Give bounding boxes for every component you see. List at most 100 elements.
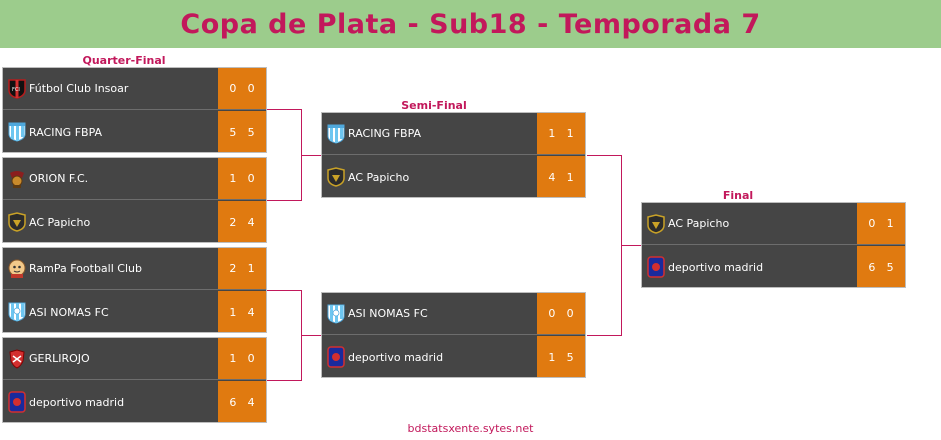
bracket-connector	[267, 200, 301, 201]
bracket-connector	[267, 380, 301, 381]
match-team-row[interactable]: FCI Fútbol Club Insoar 0 0	[3, 68, 266, 110]
leg2-score: 4	[247, 395, 255, 409]
match-team-row[interactable]: AC Papicho 2 4	[3, 201, 266, 242]
racing-crest-icon	[7, 121, 27, 143]
score-box: 6 5	[857, 246, 905, 287]
match-team-row[interactable]: AC Papicho 0 1	[642, 203, 905, 245]
page-title: Copa de Plata - Sub18 - Temporada 7	[180, 8, 761, 40]
match-team-row[interactable]: deportivo madrid 6 5	[642, 246, 905, 287]
quarter-final-match-3[interactable]: RamPa Football Club 2 1 ASI NOMAS FC 1 4	[2, 247, 267, 333]
match-team-row[interactable]: ASI NOMAS FC 1 4	[3, 291, 266, 332]
score-box: 2 1	[218, 248, 266, 289]
team-name: deportivo madrid	[668, 260, 764, 274]
team-name: ASI NOMAS FC	[348, 307, 428, 320]
score-box: 5 5	[218, 111, 266, 152]
papicho-crest-icon	[7, 211, 27, 233]
leg2-score: 0	[566, 307, 574, 320]
team-name: deportivo madrid	[348, 350, 444, 364]
score-box: 1 0	[218, 158, 266, 199]
asinomas-crest-icon	[326, 303, 346, 325]
final-match[interactable]: AC Papicho 0 1 deportivo madrid 6 5	[641, 202, 906, 288]
round-label-semi: Semi-Final	[401, 99, 467, 112]
score-box: 1 5	[537, 336, 585, 377]
bracket-connector	[267, 290, 301, 291]
team-name: RACING FBPA	[29, 125, 103, 139]
match-team-row[interactable]: deportivo madrid 1 5	[322, 336, 585, 377]
papicho-crest-icon	[646, 213, 666, 235]
insoar-crest-icon: FCI	[7, 78, 27, 100]
leg2-score: 1	[566, 127, 574, 140]
bracket-connector	[267, 109, 301, 110]
team-name: deportivo madrid	[29, 395, 125, 409]
leg2-score: 5	[247, 125, 255, 139]
score-box: 0 0	[218, 68, 266, 109]
title-bar: Copa de Plata - Sub18 - Temporada 7	[0, 0, 941, 48]
papicho-crest-icon	[326, 166, 346, 188]
leg1-score: 2	[229, 262, 237, 275]
bracket-connector	[301, 335, 321, 336]
deportivo-crest-icon	[646, 256, 666, 278]
score-box: 1 0	[218, 338, 266, 379]
leg2-score: 5	[886, 260, 894, 274]
match-team-row[interactable]: ORION F.C. 1 0	[3, 158, 266, 200]
leg1-score: 1	[229, 305, 237, 319]
score-box: 0 0	[537, 293, 585, 334]
score-box: 4 1	[537, 156, 585, 197]
orion-crest-icon	[7, 168, 27, 190]
round-label-final: Final	[722, 189, 754, 202]
team-name: ORION F.C.	[29, 172, 89, 185]
quarter-final-match-4[interactable]: GERLIROJO 1 0 deportivo madrid 6 4	[2, 337, 267, 423]
bracket-connector	[587, 155, 621, 156]
leg1-score: 6	[868, 260, 876, 274]
rampa-crest-icon	[7, 258, 27, 280]
leg1-score: 0	[229, 82, 237, 95]
score-box: 0 1	[857, 203, 905, 244]
leg1-score: 2	[229, 215, 237, 229]
match-team-row[interactable]: AC Papicho 4 1	[322, 156, 585, 197]
team-name: Fútbol Club Insoar	[29, 82, 129, 95]
footer-site-link[interactable]: bdstatsxente.sytes.net	[407, 422, 534, 435]
leg1-score: 4	[548, 170, 556, 184]
asinomas-crest-icon	[7, 301, 27, 323]
team-name: ASI NOMAS FC	[29, 305, 109, 319]
leg2-score: 0	[247, 172, 255, 185]
leg1-score: 5	[229, 125, 237, 139]
racing-crest-icon	[326, 123, 346, 145]
deportivo-crest-icon	[326, 346, 346, 368]
semi-final-match-1[interactable]: RACING FBPA 1 1 AC Papicho 4 1	[321, 112, 586, 198]
bracket-connector	[301, 155, 321, 156]
leg2-score: 4	[247, 215, 255, 229]
leg1-score: 0	[548, 307, 556, 320]
leg1-score: 0	[868, 217, 876, 230]
team-name: AC Papicho	[29, 215, 91, 229]
gerlirojo-crest-icon	[7, 348, 27, 370]
leg2-score: 1	[247, 262, 255, 275]
score-box: 1 4	[218, 291, 266, 332]
leg1-score: 1	[229, 352, 237, 365]
leg1-score: 1	[548, 127, 556, 140]
quarter-final-match-2[interactable]: ORION F.C. 1 0 AC Papicho 2 4	[2, 157, 267, 243]
match-team-row[interactable]: RamPa Football Club 2 1	[3, 248, 266, 290]
bracket-connector	[587, 335, 621, 336]
match-team-row[interactable]: GERLIROJO 1 0	[3, 338, 266, 380]
team-name: AC Papicho	[348, 170, 410, 184]
team-name: RACING FBPA	[348, 127, 422, 140]
bracket-connector	[621, 245, 641, 246]
leg2-score: 1	[886, 217, 894, 230]
deportivo-crest-icon	[7, 391, 27, 413]
match-team-row[interactable]: ASI NOMAS FC 0 0	[322, 293, 585, 335]
svg-text:FCI: FCI	[12, 87, 20, 93]
leg2-score: 0	[247, 82, 255, 95]
leg2-score: 1	[566, 170, 574, 184]
semi-final-match-2[interactable]: ASI NOMAS FC 0 0 deportivo madrid 1 5	[321, 292, 586, 378]
leg1-score: 1	[548, 350, 556, 364]
round-label-quarter: Quarter-Final	[82, 54, 166, 67]
quarter-final-match-1[interactable]: FCI Fútbol Club Insoar 0 0 RACING FBPA 5…	[2, 67, 267, 153]
match-team-row[interactable]: RACING FBPA 1 1	[322, 113, 585, 155]
match-team-row[interactable]: RACING FBPA 5 5	[3, 111, 266, 152]
leg1-score: 1	[229, 172, 237, 185]
score-box: 2 4	[218, 201, 266, 242]
match-team-row[interactable]: deportivo madrid 6 4	[3, 381, 266, 422]
leg2-score: 0	[247, 352, 255, 365]
team-name: RamPa Football Club	[29, 262, 142, 275]
